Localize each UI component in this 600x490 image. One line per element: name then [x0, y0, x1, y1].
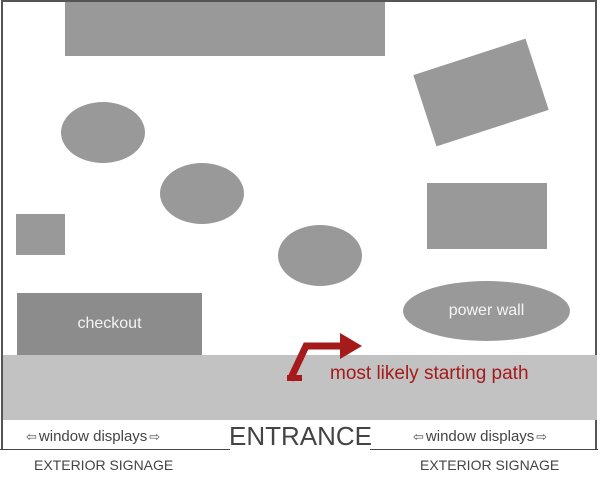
starting-path-label: most likely starting path — [330, 363, 529, 384]
checkout-counter: checkout — [17, 293, 202, 355]
window-displays-label: window displays — [38, 428, 148, 445]
window-displays-left: ⇦ window displays ⇨ — [26, 428, 160, 445]
right-rect-fixture — [427, 183, 547, 249]
power-wall-label: power wall — [448, 302, 525, 319]
window-displays-right: ⇦ window displays ⇨ — [413, 428, 547, 445]
left-arrow-outline-icon: ⇦ — [26, 428, 37, 444]
oval-table-3 — [278, 225, 362, 286]
exterior-signage-right: EXTERIOR SIGNAGE — [420, 457, 560, 473]
oval-table-1 — [61, 102, 145, 163]
window-displays-label: window displays — [425, 428, 535, 445]
left-arrow-outline-icon: ⇦ — [413, 428, 424, 444]
checkout-label: checkout — [77, 315, 142, 332]
oval-table-2 — [160, 163, 244, 224]
right-arrow-outline-icon: ⇨ — [536, 428, 548, 444]
right-arrow-outline-icon: ⇨ — [149, 428, 161, 444]
front-wall-right — [370, 449, 598, 450]
small-square-fixture — [16, 214, 65, 255]
exterior-signage-left: EXTERIOR SIGNAGE — [34, 457, 174, 473]
entrance-label: ENTRANCE — [229, 421, 373, 451]
store-walls — [1, 0, 597, 449]
power-wall: power wall — [403, 281, 570, 341]
turn-right-arrow-icon — [286, 333, 362, 382]
top-wall-fixture — [65, 2, 385, 56]
front-wall-left — [0, 449, 230, 450]
